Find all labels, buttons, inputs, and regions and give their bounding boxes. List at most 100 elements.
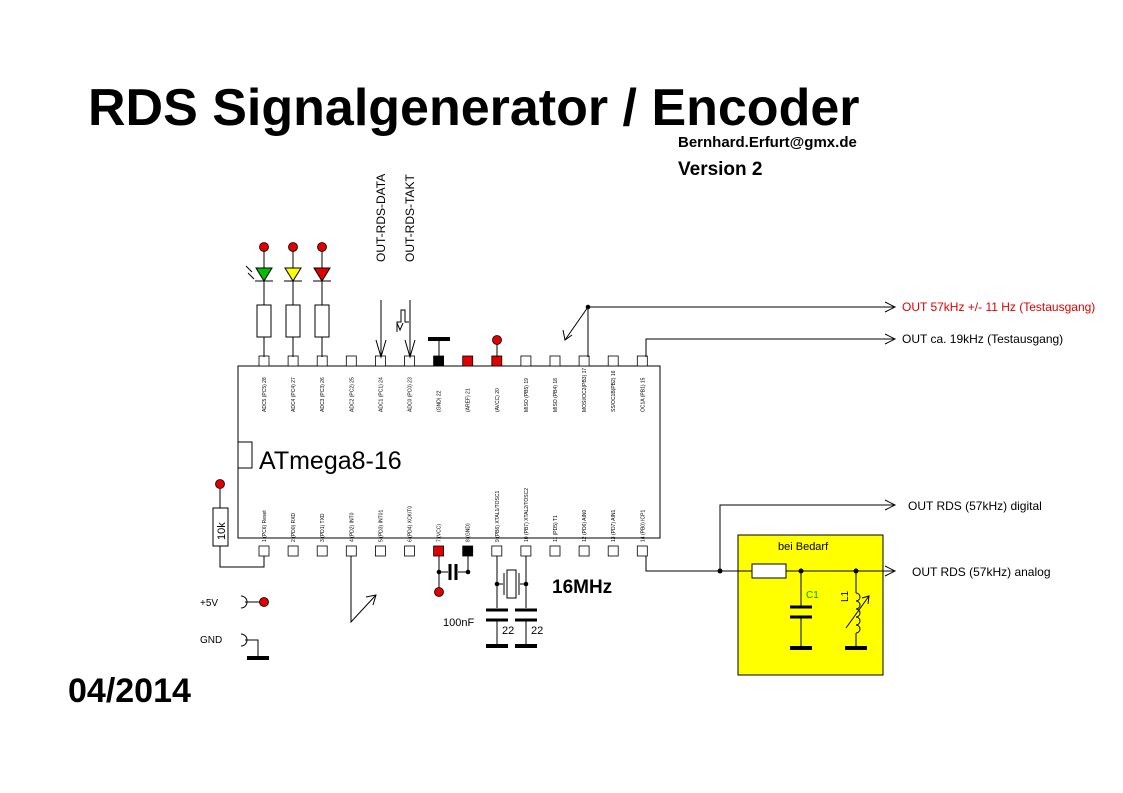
bottom-pin-pad-11 <box>578 545 590 557</box>
top-pin-label-4: ADC1 (PC1) 24 <box>378 377 384 412</box>
top-pin-label-5: ADC0 (PC0) 23 <box>408 377 414 412</box>
reset-resistor-label: 10k <box>216 522 228 540</box>
top-pin-label-12: SS/OC1B(PB2) 16 <box>611 370 617 412</box>
chip-name: ATmega8-16 <box>259 447 402 475</box>
top-pin-label-0: ADC5 (PC5) 28 <box>262 377 268 412</box>
bottom-pin-pad-2 <box>316 545 328 557</box>
top-pin-pad-7 <box>462 355 474 367</box>
bottom-pin-label-13: 14 (PB0) ICP1 <box>640 510 646 542</box>
reset-circuit: 10k <box>212 479 265 568</box>
label-out-rds-takt: OUT-RDS-TAKT <box>403 174 417 262</box>
int0-arrow <box>350 556 377 624</box>
top-pin-pad-1 <box>287 355 299 367</box>
bottom-pin-label-2: 3 (PD1) TXD <box>320 513 326 542</box>
top-pin-label-3: ADC2 (PC2) 25 <box>349 377 355 412</box>
top-pin-label-2: ADC3 (PC3) 26 <box>320 377 326 412</box>
bottom-pin-label-10: 11 (PD5) T1 <box>553 515 559 542</box>
top-pin-label-9: MISO (PB5) 19 <box>524 378 530 412</box>
bottom-pin-pad-12 <box>607 545 619 557</box>
top-pin-pad-10 <box>549 355 561 367</box>
top-pin-label-13: OC1A (PB1) 15 <box>640 377 646 412</box>
bottom-pin-pad-0 <box>258 545 270 557</box>
filter-resistor <box>751 563 787 579</box>
top-pin-pad-12 <box>607 355 619 367</box>
top-pin-label-8: (AVCC) 20 <box>495 388 501 412</box>
top-pin-pad-8 <box>491 355 503 367</box>
resistor-led1 <box>256 304 272 338</box>
bottom-pin-label-6: 7 (VCC) <box>437 524 443 542</box>
led-green <box>255 267 273 282</box>
top-pin-pad-13 <box>636 355 648 367</box>
bottom-pin-pad-10 <box>549 545 561 557</box>
led-group <box>245 242 331 357</box>
bottom-pin-label-7: 8 (GND) <box>466 523 472 542</box>
test-outputs: OUT 57kHz +/- 11 Hz (Testausgang) OUT ca… <box>562 300 1095 357</box>
top-pin-label-11: MOSI/OC2(PB3) 17 <box>582 368 588 412</box>
top-pin-label-10: MISO (PB4) 18 <box>553 378 559 412</box>
bottom-pin-label-3: 4 (PD2) INT0 <box>349 512 355 542</box>
bottom-pin-label-12: 13 (PD7) AIN1 <box>611 510 617 542</box>
filter-box-label: bei Bedarf <box>778 541 829 553</box>
vcc-dot-led1 <box>259 242 269 252</box>
vcc-label: +5V <box>200 598 218 609</box>
top-pin-label-1: ADC4 (PC4) 27 <box>291 377 297 412</box>
led-yellow <box>284 267 302 282</box>
vcc-dot-avcc <box>492 335 502 345</box>
vcc-dot-led2 <box>288 242 298 252</box>
crystal <box>506 569 517 599</box>
filter-box <box>737 534 884 676</box>
bottom-pin-label-11: 12 (PD6) AIN0 <box>582 510 588 542</box>
crystal-label: 16MHz <box>552 577 612 598</box>
top-pin-label-6: (GND) 22 <box>437 390 443 412</box>
version-label: Version 2 <box>678 159 763 180</box>
cap-right-label: 22 <box>531 625 543 637</box>
bottom-pin-label-5: 6 (PD4) XCK/T0 <box>408 506 414 542</box>
top-pin-label-7: (AREF) 21 <box>466 388 472 412</box>
top-pin-pad-5 <box>404 355 415 367</box>
resistor-led3 <box>314 304 330 338</box>
bottom-pin-pad-6 <box>433 545 445 557</box>
bottom-pin-label-4: 5 (PD3) INT01 <box>378 510 384 542</box>
bottom-pin-label-8: 9 (PB6) XTAL1/TOSC1 <box>495 491 501 542</box>
led-red <box>313 267 331 282</box>
out-19khz-label: OUT ca. 19kHz (Testausgang) <box>902 332 1063 346</box>
resistor-led2 <box>285 304 301 338</box>
top-pin-pad-2 <box>316 355 328 367</box>
page-title: RDS Signalgenerator / Encoder <box>88 79 860 137</box>
bottom-pin-pad-8 <box>491 545 503 557</box>
top-pin-pad-6 <box>433 355 445 367</box>
bottom-pin-pad-7 <box>462 545 474 557</box>
c1-label: C1 <box>806 590 819 601</box>
date-label: 04/2014 <box>68 672 191 710</box>
bottom-pin-pad-5 <box>404 545 415 557</box>
out-57khz-label: OUT 57kHz +/- 11 Hz (Testausgang) <box>902 300 1095 314</box>
out-digital-label: OUT RDS (57kHz) digital <box>908 499 1042 513</box>
out-analog-label: OUT RDS (57kHz) analog <box>912 565 1051 579</box>
rds-signal-lines: OUT-RDS-DATA OUT-RDS-TAKT <box>374 174 417 359</box>
top-pin-pad-11 <box>578 355 590 367</box>
cap-left-label: 22 <box>502 625 514 637</box>
bottom-pin-pad-9 <box>520 545 532 557</box>
gnd-label: GND <box>200 635 222 646</box>
bottom-pin-label-9: 10 (PB7) XTAL2/TOSC2 <box>524 488 530 542</box>
decoupling-circuit: 100nF <box>434 556 474 629</box>
bottom-pin-pad-4 <box>374 545 386 557</box>
power-symbols: +5V GND <box>200 595 269 660</box>
chip-notch <box>237 441 253 469</box>
rds-output-section: OUT RDS (57kHz) digital bei Bedarf OUT R… <box>645 499 1051 676</box>
bottom-pin-pad-13 <box>636 545 648 557</box>
top-pin-pad-0 <box>258 355 270 367</box>
top-pin-pad-9 <box>520 355 532 367</box>
crystal-circuit: 16MHz 22 22 <box>486 556 612 648</box>
vcc-dot-led3 <box>317 242 327 252</box>
bottom-pin-pad-3 <box>345 545 357 557</box>
chip-body <box>237 365 661 539</box>
top-pin-pad-4 <box>374 355 386 367</box>
bottom-pin-label-1: 2 (PD0) RXD <box>291 512 297 542</box>
top-pin-pad-3 <box>345 355 357 367</box>
top-pin-row: ADC5 (PC5) 28 ADC4 (PC4) 27 ADC3 (PC3) 26 A… <box>258 355 648 412</box>
bottom-pin-pad-1 <box>287 545 299 557</box>
